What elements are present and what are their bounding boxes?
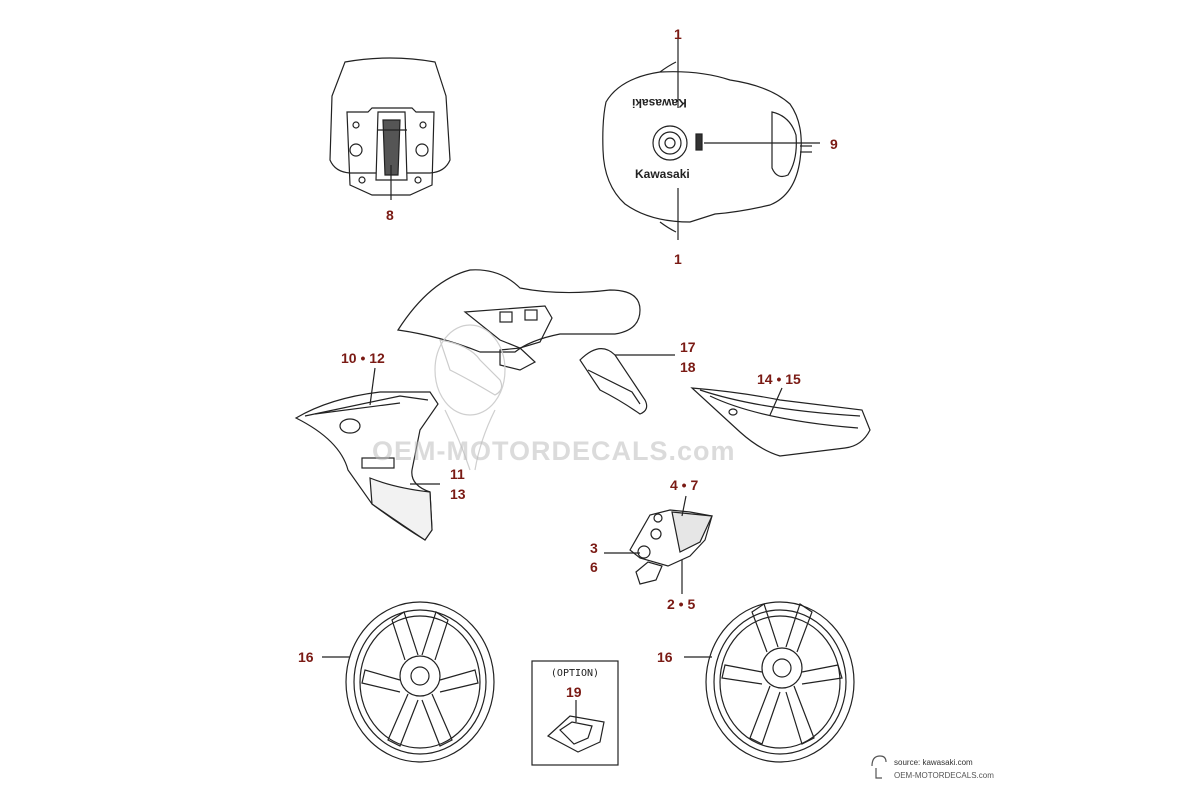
callout-3: 3 bbox=[590, 540, 598, 556]
callout-18: 18 bbox=[680, 359, 696, 375]
tail-cowl-diagram bbox=[396, 269, 675, 415]
tank-logo-bottom: Kawasaki bbox=[635, 167, 690, 181]
wheel-diagram-left bbox=[322, 601, 495, 763]
callout-19: 19 bbox=[566, 684, 582, 700]
source-credit: source: kawasaki.com bbox=[894, 758, 973, 767]
tank-logo-top: Kawasaki bbox=[632, 96, 687, 110]
callout-10-12: 10 • 12 bbox=[341, 350, 385, 366]
callout-9: 9 bbox=[830, 136, 838, 152]
watermark-text: OEM-MOTORDECALS.com bbox=[372, 436, 736, 466]
callout-16-right: 16 bbox=[657, 649, 673, 665]
logo-icon bbox=[871, 755, 887, 779]
callout-14-15: 14 • 15 bbox=[757, 371, 801, 387]
windscreen-diagram bbox=[329, 57, 451, 200]
callout-1-top: 1 bbox=[674, 26, 682, 42]
lower-cowl-diagram bbox=[690, 387, 871, 457]
callout-8: 8 bbox=[386, 207, 394, 223]
wheel-diagram-right bbox=[684, 601, 855, 763]
callout-1-bottom: 1 bbox=[674, 251, 682, 267]
callout-17: 17 bbox=[680, 339, 696, 355]
source-site: OEM-MOTORDECALS.com bbox=[894, 771, 994, 780]
option-part-diagram bbox=[531, 660, 619, 766]
heel-guard-diagram bbox=[604, 495, 713, 594]
option-label: (OPTION) bbox=[550, 668, 600, 679]
side-fairing-diagram bbox=[294, 367, 440, 541]
callout-2-5: 2 • 5 bbox=[667, 596, 696, 612]
callout-16-left: 16 bbox=[298, 649, 314, 665]
callout-6: 6 bbox=[590, 559, 598, 575]
ghost-figure-diagram bbox=[434, 324, 506, 471]
callout-13: 13 bbox=[450, 486, 466, 502]
callout-11: 11 bbox=[450, 466, 465, 482]
fuel-tank-diagram bbox=[602, 38, 820, 240]
callout-4-7: 4 • 7 bbox=[670, 477, 699, 493]
